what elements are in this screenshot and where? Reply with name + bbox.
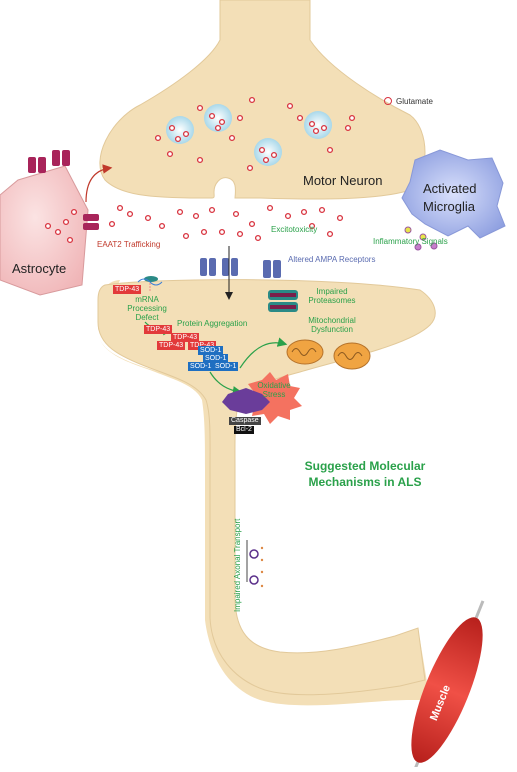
soma <box>97 279 436 696</box>
protein-aggregation-label: Protein Aggregation <box>177 319 248 328</box>
bcl2-label: Bcl-2 <box>234 426 254 434</box>
glutamate-dot <box>158 222 166 230</box>
glutamate-dot <box>208 206 216 214</box>
eaat2-arrow <box>85 164 113 203</box>
purple-cluster <box>222 388 270 414</box>
mrna-icon <box>137 276 163 292</box>
glutamate-dot <box>228 134 236 142</box>
glutamate-dot <box>182 232 190 240</box>
glutamate-dot <box>236 114 244 122</box>
glutamate-dots <box>44 96 356 244</box>
astrocyte <box>0 165 89 296</box>
glutamate-dot <box>218 118 226 126</box>
glutamate-dot <box>214 124 222 132</box>
glutamate-dot <box>348 114 356 122</box>
inflammatory-signal-dots <box>404 226 438 251</box>
glutamate-dot <box>126 210 134 218</box>
glutamate-dot <box>200 228 208 236</box>
glutamate-dot <box>196 104 204 112</box>
glutamate-dot <box>182 130 190 138</box>
motor-neuron-label: Motor Neuron <box>303 173 383 188</box>
glutamate-dot <box>254 234 262 242</box>
glutamate-dot <box>266 204 274 212</box>
glutamate-dot <box>326 146 334 154</box>
glutamate-dot <box>236 230 244 238</box>
vesicles <box>166 104 332 166</box>
title: Suggested Molecular Mechanisms in ALS <box>304 459 426 489</box>
activated-microglia-label: Activated Microglia <box>423 181 477 214</box>
glutamate-legend: Glutamate <box>384 97 433 107</box>
axonal-transport-label: Impaired Axonal Transport <box>233 518 242 612</box>
glutamate-dot <box>168 124 176 132</box>
glutamate-dot <box>326 230 334 238</box>
tdp43-tag: TDP-43 <box>188 341 217 350</box>
mrna-label: mRNA Processing Defect <box>127 295 167 322</box>
sod1-tag: SOD-1 <box>188 362 214 371</box>
glutamate-dot <box>232 210 240 218</box>
glutamate-dot <box>166 150 174 158</box>
glutamate-dot <box>218 228 226 236</box>
impaired-proteasomes-label: Impaired Proteasomes <box>308 287 356 305</box>
glutamate-dot <box>116 204 124 212</box>
excitotoxicity-label: Excitotoxicity <box>271 225 318 234</box>
glutamate-dot <box>300 208 308 216</box>
glutamate-dot <box>208 112 216 120</box>
caspase-label: Caspase <box>229 417 261 425</box>
glutamate-dot <box>54 228 62 236</box>
glutamate-label: Glutamate <box>396 97 433 106</box>
astrocyte-receptor-icons <box>28 150 99 230</box>
tdp43-tag: TDP-43 <box>113 285 142 294</box>
glutamate-dot <box>62 218 70 226</box>
glutamate-dot <box>270 151 278 159</box>
oxidative-burst <box>244 372 302 424</box>
glutamate-dot <box>70 208 78 216</box>
tdp43-tag: TDP-43 <box>144 325 173 334</box>
glutamate-dot <box>258 146 266 154</box>
glutamate-dot <box>144 214 152 222</box>
sod1-tag: SOD-1 <box>198 346 224 355</box>
glutamate-dot <box>246 164 254 172</box>
sod1-tag: SOD-1 <box>213 362 239 371</box>
glutamate-dot <box>318 206 326 214</box>
tdp43-tag: TDP-43 <box>157 341 186 350</box>
glutamate-dot <box>296 114 304 122</box>
transport-cargo <box>249 546 264 588</box>
inflammatory-label: Inflammatory Signals <box>373 237 448 246</box>
proteasome-icons <box>268 290 298 312</box>
astrocyte-label: Astrocyte <box>12 261 67 276</box>
glutamate-dot <box>284 212 292 220</box>
tdp43-tag: TDP-43 <box>171 333 200 342</box>
glutamate-dot <box>176 208 184 216</box>
glutamate-dot <box>196 156 204 164</box>
glutamate-dot <box>44 222 52 230</box>
ampa-receptors <box>200 258 281 278</box>
glutamate-dot <box>66 236 74 244</box>
glutamate-dot <box>248 220 256 228</box>
glutamate-dot <box>286 102 294 110</box>
eaat2-label: EAAT2 Trafficking <box>97 240 161 249</box>
glutamate-dot <box>174 135 182 143</box>
glutamate-dot <box>248 96 256 104</box>
ampa-label: Altered AMPA Receptors <box>288 255 376 264</box>
oxidative-label: Oxidative Stress <box>257 381 291 399</box>
glutamate-dot <box>344 124 352 132</box>
activated-microglia <box>401 149 506 239</box>
glutamate-dot <box>262 156 270 164</box>
glutamate-dot <box>192 212 200 220</box>
upper-neuron <box>99 0 426 200</box>
glutamate-dot <box>320 124 328 132</box>
glutamate-dot <box>308 222 316 230</box>
mito-arrow <box>239 337 288 369</box>
glutamate-dot <box>336 214 344 222</box>
mito-label: Mitochondrial Dysfunction <box>308 316 356 334</box>
glutamate-dot <box>154 134 162 142</box>
glutamate-dot <box>312 127 320 135</box>
mitochondria <box>286 339 371 370</box>
glutamate-dot <box>308 120 316 128</box>
glutamate-dot <box>108 220 116 228</box>
sod1-tag: SOD-1 <box>203 354 229 363</box>
